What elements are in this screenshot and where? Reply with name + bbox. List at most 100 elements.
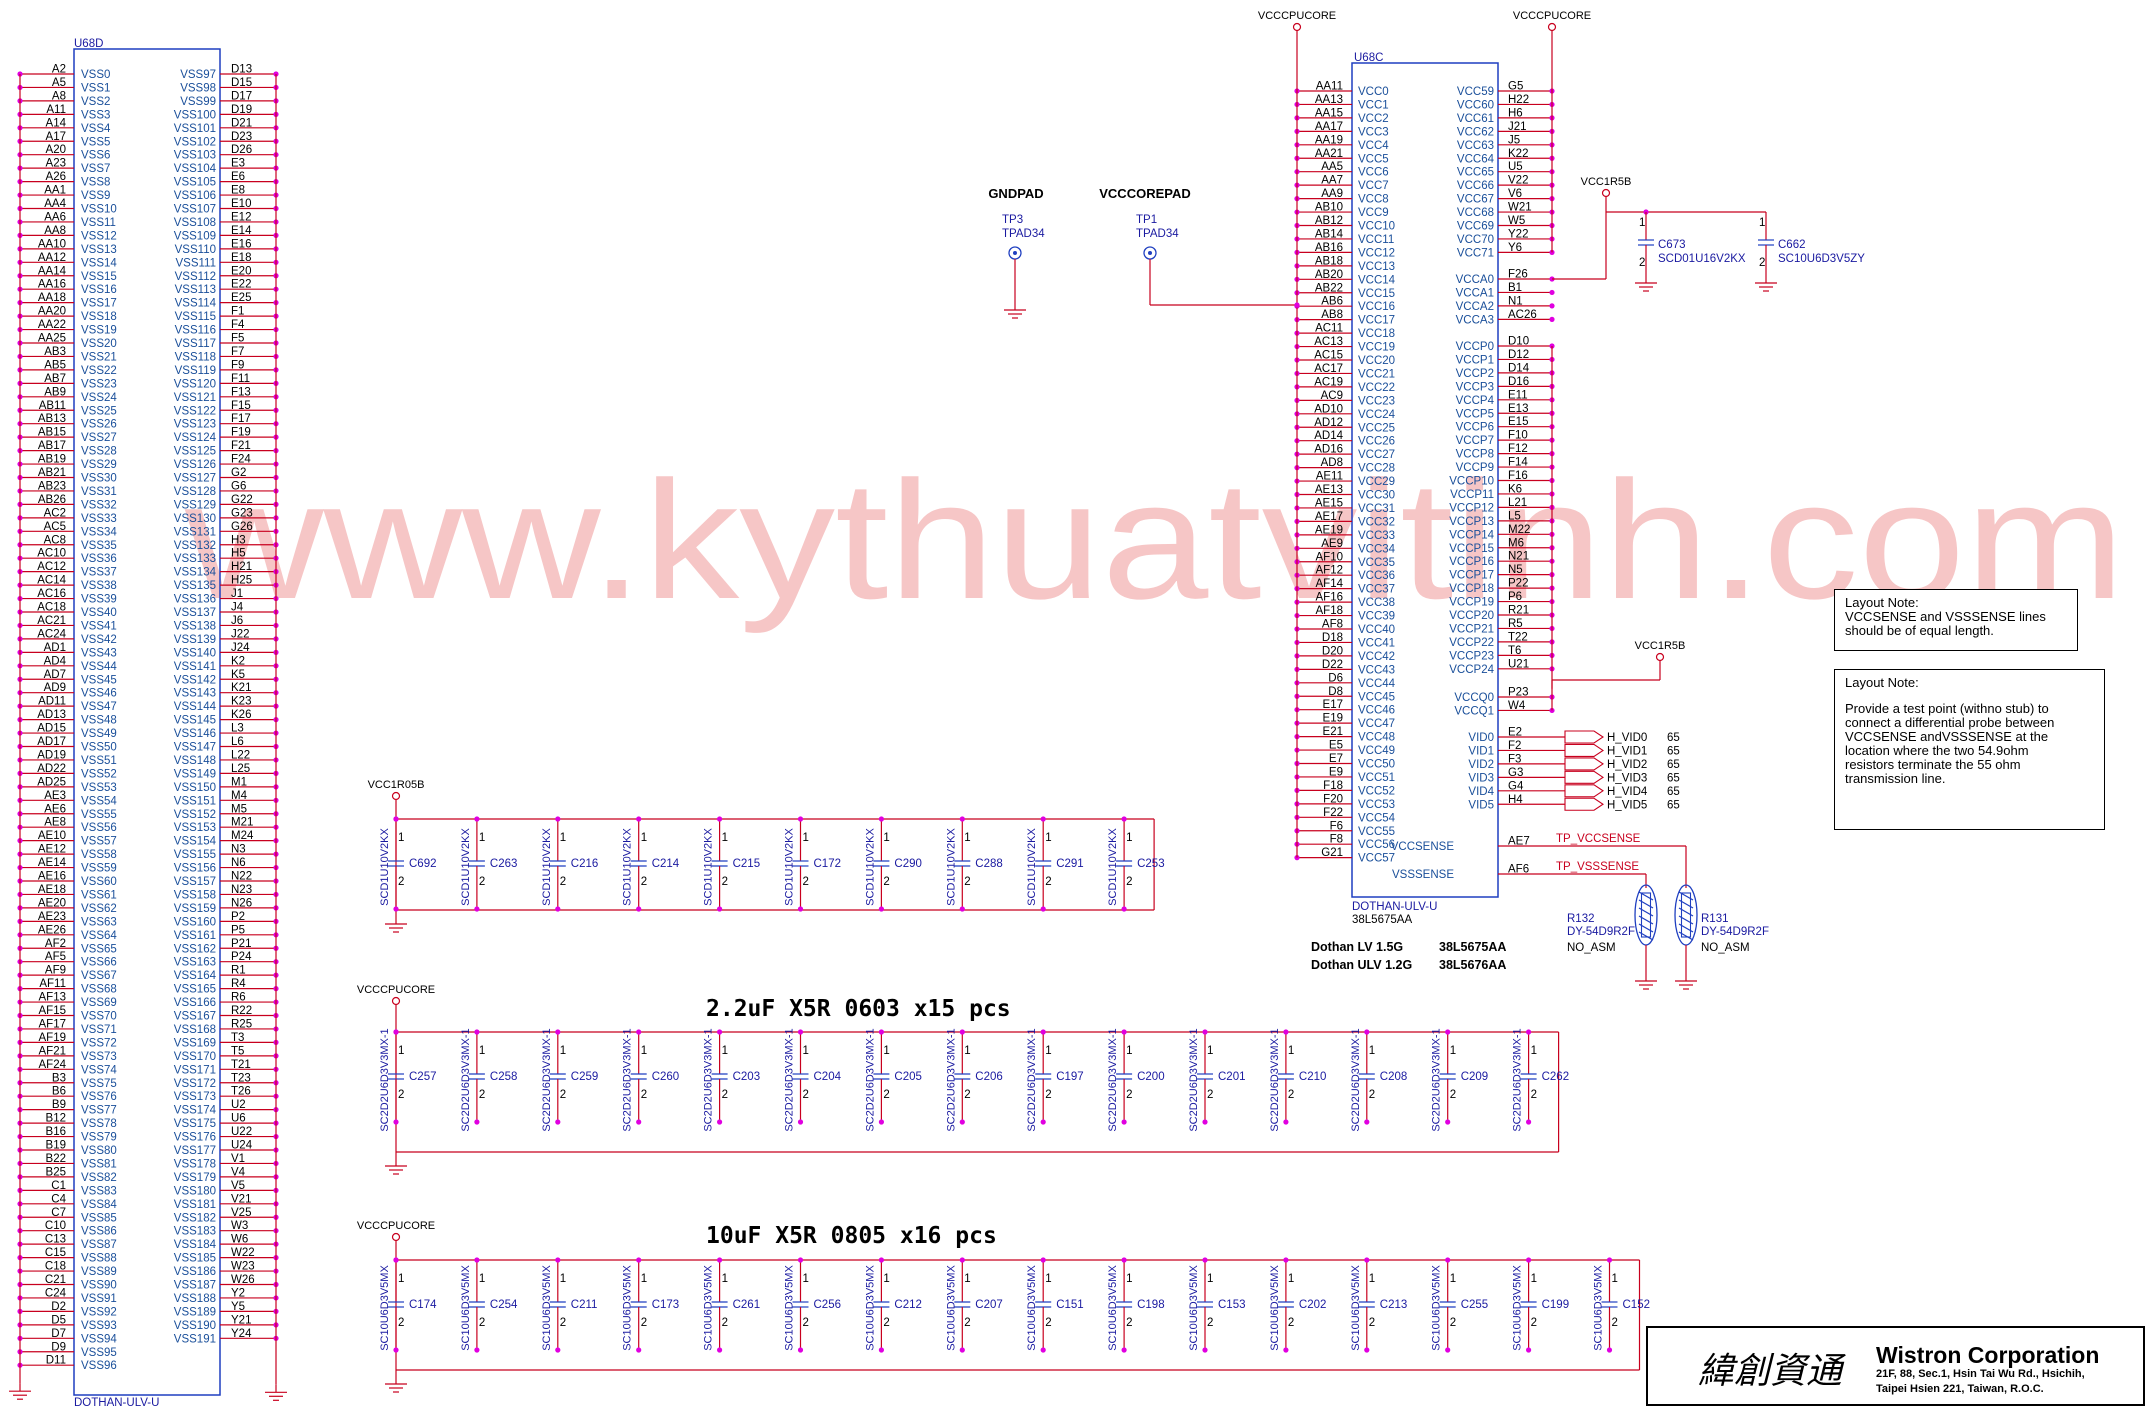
u68d-right-signal: VSS111 (176, 257, 217, 269)
u68d-right-signal: VSS135 (174, 580, 216, 592)
u68d-left-signal: VSS91 (81, 1293, 117, 1305)
u68c-left-pin: E9 (1329, 766, 1343, 778)
u68d-left-signal: VSS10 (81, 204, 117, 216)
u68d-left-pin: AE23 (38, 911, 66, 923)
cap-value: SC2D2U6D3V3MX-1 (1026, 1028, 1038, 1131)
u68c-vcc-right-pin: V22 (1508, 175, 1528, 187)
title-block: 緯創資通 Wistron Corporation 21F, 88, Sec.1,… (1646, 1326, 2145, 1406)
u68d-right-signal: VSS133 (174, 553, 216, 565)
vcca-cap-refdes: C662 (1778, 239, 1806, 251)
u68d-left-pin: AB9 (44, 386, 66, 398)
u68d-left-signal: VSS17 (81, 298, 117, 310)
u68d-right-signal: VSS187 (174, 1280, 216, 1292)
u68d-right-pin: R1 (231, 965, 246, 977)
u68d-right-pin: P2 (231, 911, 245, 923)
junction-dot (878, 906, 885, 912)
gndpad-label: GNDPAD (988, 186, 1043, 201)
junction-dot (878, 816, 885, 822)
u68d-left-signal: VSS40 (81, 607, 117, 619)
junction-dot (797, 1347, 804, 1353)
u68c-left-signal: VCC3 (1358, 126, 1389, 138)
cap-value: SC2D2U6D3V3MX-1 (622, 1028, 634, 1131)
cap-refdes: C254 (490, 1299, 518, 1311)
u68d-right-signal: VSS147 (174, 742, 216, 754)
u68d-right-pin: G23 (231, 507, 253, 519)
tp-vsssense-net: TP_VSSSENSE (1556, 861, 1639, 873)
cap-value: SC2D2U6D3V3MX-1 (784, 1028, 796, 1131)
u68d-left-pin: AE18 (38, 884, 66, 896)
u68c-left-signal: VCC35 (1358, 557, 1395, 569)
u68d-right-signal: VSS164 (174, 970, 217, 982)
power-flag (391, 996, 401, 1006)
u68d-right-pin: Y2 (231, 1287, 245, 1299)
junction-dot (1549, 303, 1555, 309)
u68d-left-pin: AF9 (45, 965, 66, 977)
u68d-left-signal: VSS39 (81, 594, 117, 606)
cap-pin-number: 1 (1126, 1273, 1132, 1285)
u68d-left-pin: AF2 (45, 938, 66, 950)
note2-title: Layout Note: (1845, 675, 1919, 690)
company-name: Wistron Corporation (1876, 1342, 2100, 1368)
u68c-vcc-right-signal: VCC60 (1457, 99, 1494, 111)
junction-dot (1040, 1257, 1046, 1263)
u68d-left-pin: AC16 (37, 588, 66, 600)
cap-pin-number: 2 (883, 1317, 889, 1329)
junction-dot (393, 906, 399, 912)
u68d-left-pin: AE16 (38, 871, 66, 883)
u68c-vccp-pin: D12 (1508, 349, 1529, 361)
u68d-left-signal: VSS87 (81, 1239, 117, 1251)
u68d-left-pin: AA22 (38, 319, 66, 331)
u68c-left-pin: AB20 (1315, 269, 1343, 281)
u68d-right-signal: VSS168 (174, 1024, 216, 1036)
junction-dot (1202, 1257, 1208, 1263)
u68d-right-pin: F4 (231, 319, 245, 331)
u68c-left-pin: AC15 (1314, 350, 1343, 362)
u68d-left-pin: A5 (52, 77, 66, 89)
u68d-left-pin: AD1 (44, 642, 66, 654)
junction-dot (1202, 1119, 1208, 1125)
junction-dot (1283, 1119, 1289, 1125)
u68c-left-signal: VCC56 (1358, 839, 1395, 851)
cap-pin-number: 2 (803, 1089, 809, 1101)
u68c-vccp-pin: U21 (1508, 658, 1529, 670)
u68c-left-signal: VCC8 (1358, 194, 1389, 206)
u68d-right-pin: G22 (231, 494, 253, 506)
cap-refdes: C213 (1380, 1299, 1408, 1311)
u68c-left-signal: VCC4 (1358, 140, 1389, 152)
u68d-left-signal: VSS22 (81, 365, 117, 377)
u68d-left-pin: AD11 (38, 696, 66, 708)
u68d-right-pin: V25 (231, 1207, 251, 1219)
u68d-left-pin: AD7 (44, 669, 66, 681)
u68c-left-pin: AE9 (1321, 538, 1343, 550)
u68c-vcc-right-signal: VCC62 (1457, 126, 1494, 138)
u68c-vccp-pin: P6 (1508, 591, 1522, 603)
u68d-left-signal: VSS62 (81, 903, 117, 915)
u68d-left-pin: AC5 (44, 521, 66, 533)
u68c-left-pin: D6 (1328, 672, 1343, 684)
u68d-left-pin: AC24 (37, 628, 66, 640)
u68d-right-pin: F11 (231, 373, 250, 385)
u68d-left-signal: VSS5 (81, 136, 110, 148)
u68d-right-pin: E8 (231, 185, 245, 197)
cap-pin-number: 2 (722, 1317, 728, 1329)
u68c-left-pin: F22 (1323, 807, 1343, 819)
u68c-left-signal: VCC0 (1358, 86, 1389, 98)
tp3-type: TPAD34 (1002, 228, 1045, 240)
u68d-right-signal: VSS152 (174, 809, 216, 821)
u68d-right-pin: P5 (231, 924, 245, 936)
u68d-right-pin: M24 (231, 830, 254, 842)
cap-pin-number: 1 (398, 1045, 404, 1057)
u68d-left-signal: VSS18 (81, 311, 117, 323)
junction-dot (555, 1257, 561, 1263)
junction-dot (1040, 816, 1046, 822)
cap-pin-number: 2 (479, 1089, 485, 1101)
u68c-left-pin: AF16 (1316, 592, 1344, 604)
junction-dot (1445, 1029, 1451, 1035)
cap-pin-number: 1 (883, 832, 889, 844)
u68c-left-pin: AC17 (1314, 363, 1343, 375)
cap-pin-number: 2 (479, 1317, 485, 1329)
u68c-left-signal: VCC50 (1358, 759, 1395, 771)
cap-pin-number: 1 (722, 1273, 728, 1285)
u68d-left-pin: AE12 (38, 844, 66, 856)
u68d-right-pin: Y24 (231, 1328, 252, 1340)
